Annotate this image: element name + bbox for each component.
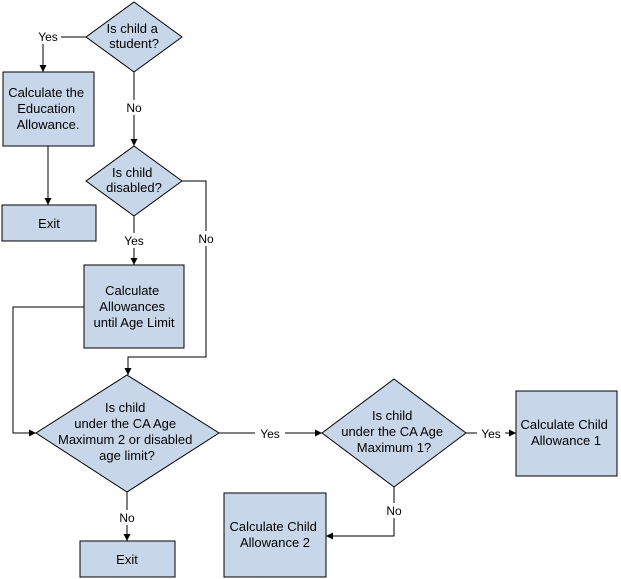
node-text-line: Allowance 2 — [240, 535, 310, 550]
label-max1-yes: Yes — [481, 427, 501, 441]
terminal-exit-top: Exit — [1, 204, 97, 242]
node-text-line: Calculate — [105, 283, 159, 298]
node-text-line: age limit? — [99, 448, 155, 463]
node-text-line: Exit — [38, 216, 60, 231]
label-student-yes: Yes — [38, 30, 58, 44]
decision-is-student: Is child a student? — [85, 1, 183, 73]
node-text-line: Education — [17, 101, 75, 116]
node-text-line: Is child — [105, 400, 145, 415]
node-text-line: student? — [109, 36, 159, 51]
edge-labels: Yes No Yes No Yes No Yes No — [35, 29, 505, 525]
decision-is-disabled: Is child disabled? — [85, 145, 183, 217]
process-calc-until-age-limit: Calculate Allowances until Age Limit — [83, 264, 185, 349]
edge-until-age-to-max2 — [12, 306, 84, 437]
label-disabled-yes: Yes — [124, 234, 144, 248]
node-text-line: Exit — [116, 552, 138, 567]
svg-text:Is child a student?: Is child a student? — [107, 21, 162, 51]
label-max2-no: No — [119, 511, 135, 525]
label-disabled-no: No — [198, 232, 214, 246]
process-calc-child-allowance-2: Calculate Child Allowance 2 — [223, 492, 327, 578]
node-text-line: until Age Limit — [94, 315, 175, 330]
svg-text:Calculate Child Allowanc: Calculate Child Allowance 2 — [229, 519, 320, 550]
svg-text:Is child under the CA Ag: Is child under the CA Age Maximum 1? — [341, 408, 447, 455]
label-max1-no: No — [386, 504, 402, 518]
decision-is-under-max1: Is child under the CA Age Maximum 1? — [321, 378, 467, 488]
node-text-line: Is child a — [107, 21, 159, 36]
node-text-line: Is child — [372, 408, 412, 423]
edge-disabled-no — [124, 180, 207, 375]
svg-text:Calculate Allowances: Calculate Allowances until Age Limit — [94, 283, 175, 330]
node-text-line: Allowances — [99, 299, 165, 314]
process-calc-child-allowance-1: Calculate Child Allowance 1 — [515, 390, 618, 477]
node-text-line: Maximum 2 or disabled — [58, 432, 192, 447]
svg-text:Is child under the CA Ag: Is child under the CA Age Maximum 2 or d… — [58, 400, 196, 463]
node-text-line: under the CA Age — [341, 424, 443, 439]
node-text-line: Allowance 1 — [531, 433, 601, 448]
svg-text:Calculate the Education: Calculate the Education Allowance. — [8, 85, 88, 132]
svg-text:Calculate Child Allowanc: Calculate Child Allowance 1 — [520, 417, 611, 448]
node-text-line: under the CA Age — [74, 416, 176, 431]
node-text-line: disabled? — [106, 180, 162, 195]
svg-text:Is child disabled?: Is child disabled? — [106, 165, 162, 195]
node-text-line: Calculate Child — [520, 417, 607, 432]
label-max2-yes: Yes — [260, 427, 280, 441]
terminal-exit-bottom: Exit — [79, 540, 176, 578]
node-text-line: Calculate Child — [229, 519, 316, 534]
decision-is-under-max2: Is child under the CA Age Maximum 2 or d… — [35, 374, 220, 493]
node-text-line: Maximum 1? — [357, 440, 431, 455]
node-text-line: Allowance. — [17, 117, 80, 132]
process-calc-education: Calculate the Education Allowance. — [2, 71, 95, 147]
node-text-line: Calculate the — [8, 85, 84, 100]
connectors — [12, 36, 516, 541]
node-text-line: Is child — [112, 165, 152, 180]
label-student-no: No — [126, 101, 142, 115]
